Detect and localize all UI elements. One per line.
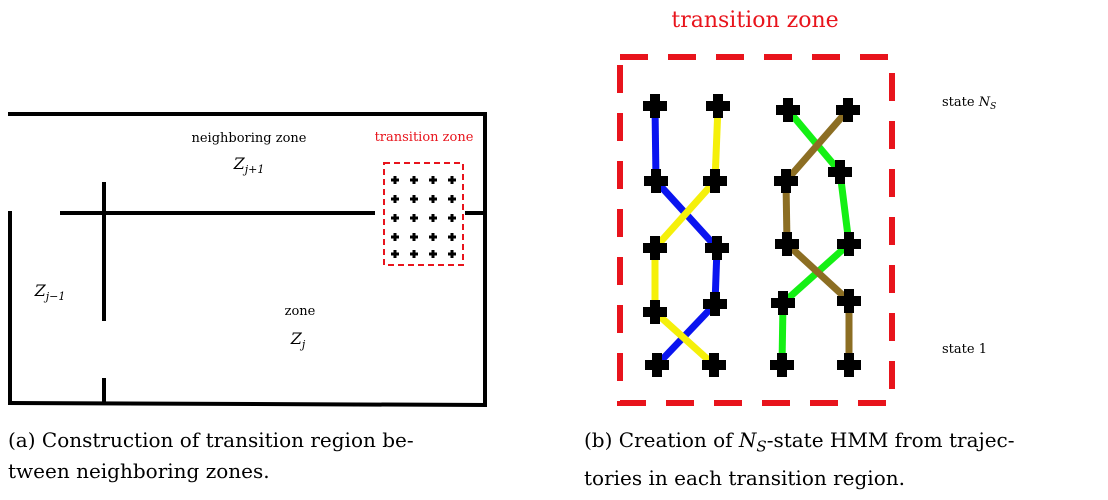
state-node	[644, 169, 668, 193]
state-node	[776, 98, 800, 122]
transition-point	[429, 250, 437, 258]
state-node	[643, 236, 667, 260]
state-node	[645, 353, 669, 377]
previous-zone-symbol: Zj−1	[34, 281, 66, 303]
trajectory-segment	[783, 107, 851, 184]
transition-point	[448, 176, 456, 184]
state-top-label: state NS	[942, 95, 996, 112]
transition-point	[410, 195, 418, 203]
state-node	[706, 94, 730, 118]
transition-point-grid	[391, 176, 456, 258]
state-node	[828, 160, 852, 184]
state-node	[771, 291, 795, 315]
state-bottom-label: state 1	[942, 342, 987, 357]
transition-point	[448, 233, 456, 241]
transition-point	[391, 250, 399, 258]
state-node	[770, 353, 794, 377]
state-node	[837, 232, 861, 256]
state-node	[775, 232, 799, 256]
caption-a: (a) Construction of transition region be…	[8, 425, 414, 487]
trajectory-segment	[711, 105, 722, 182]
state-node	[643, 94, 667, 118]
transition-point	[429, 233, 437, 241]
zone-label: zone	[285, 304, 316, 319]
state-node	[774, 169, 798, 193]
figure-canvas: neighboring zone Zj+1 transition zone Zj…	[7, 8, 996, 408]
trajectory-segment	[652, 178, 718, 251]
transition-zone-title: transition zone	[671, 8, 838, 33]
state-node	[643, 300, 667, 324]
state-node	[837, 353, 861, 377]
trajectory-segment	[784, 241, 852, 304]
state-node	[836, 98, 860, 122]
trajectory-segment	[654, 301, 718, 368]
zone-symbol: Zj	[290, 329, 306, 351]
neighboring-zone-symbol: Zj+1	[233, 154, 265, 176]
transition-point	[391, 195, 399, 203]
caption-a-line2: tween neighboring zones.	[8, 459, 270, 483]
trajectory-segment	[785, 107, 843, 175]
outer-wall-bottom	[7, 400, 488, 408]
trajectory-segment	[651, 105, 660, 182]
transition-zone-frame	[617, 54, 895, 406]
caption-b: (b) Creation of NS-state HMM from trajec…	[584, 425, 1015, 494]
state-node	[703, 169, 727, 193]
transition-point	[429, 176, 437, 184]
floor-plan	[7, 112, 488, 408]
transition-point	[410, 214, 418, 222]
transition-point	[448, 195, 456, 203]
state-node	[837, 289, 861, 313]
transition-point	[391, 233, 399, 241]
caption-b-line1: (b) Creation of NS-state HMM from trajec…	[584, 428, 1015, 456]
neighboring-zone-label: neighboring zone	[191, 131, 306, 146]
caption-b-line2: tories in each transition region.	[584, 465, 905, 490]
trajectory-segment	[652, 309, 717, 368]
transition-point	[429, 214, 437, 222]
transition-zone-box	[383, 162, 464, 266]
transition-point	[391, 176, 399, 184]
transition-point	[391, 214, 399, 222]
state-nodes	[643, 94, 861, 377]
caption-a-line1: (a) Construction of transition region be…	[8, 428, 414, 452]
transition-point	[448, 214, 456, 222]
transition-point	[410, 176, 418, 184]
state-node	[702, 353, 726, 377]
transition-point	[410, 233, 418, 241]
trajectory-segments	[651, 105, 853, 368]
transition-point	[410, 250, 418, 258]
transition-point	[448, 250, 456, 258]
state-node	[705, 236, 729, 260]
transition-point	[429, 195, 437, 203]
state-node	[703, 292, 727, 316]
transition-zone-label-small: transition zone	[375, 130, 474, 145]
